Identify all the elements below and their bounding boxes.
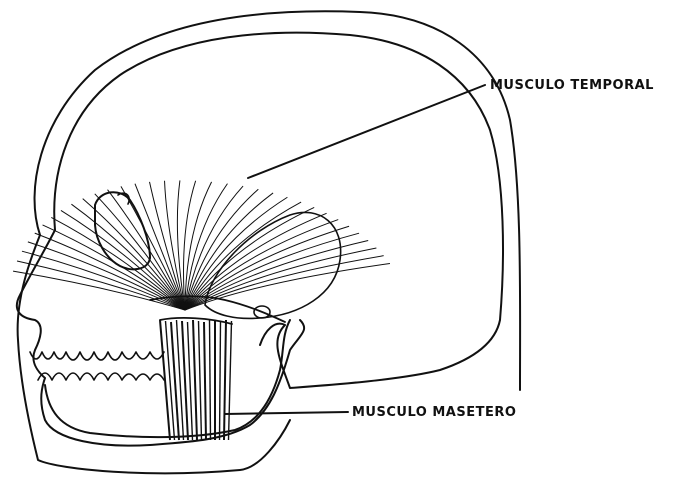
masseter-muscle-fiber [199,321,202,440]
masseter-muscle-fiber [210,320,211,440]
masseter-muscle-fiber [188,322,193,440]
masseter-muscle-fiber [224,320,226,440]
lower-teeth [38,373,164,380]
masseter-muscle-fiber [166,321,175,440]
temporal-muscle-fan [13,180,390,310]
masseter-muscle-lines [160,320,232,440]
masseter-muscle-fiber [204,322,206,440]
skull-outline [54,33,503,388]
label-musculo-temporal: MUSCULO TEMPORAL [490,78,654,93]
upper-teeth [30,352,164,360]
masetero-leader-line [225,412,348,414]
label-musculo-masetero: MUSCULO MASETERO [352,405,516,420]
temporal-muscle-fiber [51,217,185,310]
temporal-fossa [205,212,341,318]
masseter-muscle-fiber [193,320,197,440]
masseter-muscle-fiber [229,321,232,440]
temporal-muscle-fiber [185,184,227,310]
masseter-muscle-fiber [160,320,170,440]
temporal-leader-line [248,85,485,178]
masseter-muscle-fiber [220,322,221,440]
